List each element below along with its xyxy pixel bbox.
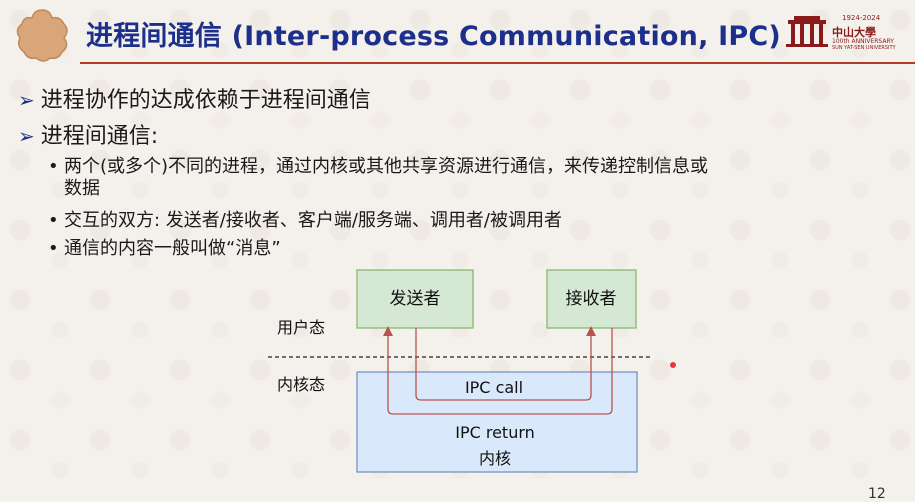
header-divider — [80, 62, 915, 64]
logo-anniversary: 100th ANNIVERSARY — [832, 38, 894, 45]
pointer-dot — [670, 362, 676, 368]
gate-icon — [786, 16, 828, 47]
sub-bullet-1: •两个(或多个)不同的进程，通过内核或其他共享资源进行通信，来传递控制信息或 数… — [48, 156, 709, 199]
page-number: 12 — [868, 486, 886, 502]
receiver-label: 接收者 — [566, 289, 617, 309]
logo-name: 中山大學 — [832, 26, 876, 39]
ipc-return-arrow — [383, 326, 613, 415]
bullet-2: ➢进程间通信: — [18, 124, 159, 149]
logo-university: SUN YAT-SEN UNIVERSITY — [832, 45, 896, 51]
ipc-return-label: IPC return — [455, 423, 535, 442]
kernel-mode-label: 内核态 — [277, 375, 325, 394]
slide-header: 进程间通信 (Inter-process Communication, IPC)… — [0, 0, 915, 70]
sub-bullet-3: •通信的内容一般叫做“消息” — [48, 238, 281, 259]
kernel-box — [356, 371, 638, 473]
receiver-box — [546, 269, 637, 329]
sub-bullet-2: •交互的双方: 发送者/接收者、客户端/服务端、调用者/被调用者 — [48, 210, 562, 231]
user-mode-label: 用户态 — [277, 318, 325, 337]
sender-box — [356, 269, 474, 329]
kernel-label: 内核 — [479, 449, 511, 468]
flower-badge-icon — [16, 9, 68, 62]
dot-bullet-icon: • — [48, 238, 59, 259]
logo-years: 1924-2024 — [842, 14, 881, 22]
slide-title: 进程间通信 (Inter-process Communication, IPC) — [86, 21, 781, 52]
university-logo: 1924-2024 中山大學 100th ANNIVERSARY SUN YAT… — [782, 10, 910, 52]
bullet-1: ➢进程协作的达成依赖于进程间通信 — [18, 88, 371, 113]
dot-bullet-icon: • — [48, 156, 59, 177]
arrow-bullet-icon: ➢ — [18, 88, 35, 112]
ipc-call-label: IPC call — [465, 378, 523, 397]
arrow-bullet-icon: ➢ — [18, 124, 35, 148]
sender-label: 发送者 — [390, 289, 441, 309]
ipc-call-arrow — [415, 326, 596, 401]
dot-bullet-icon: • — [48, 210, 59, 231]
